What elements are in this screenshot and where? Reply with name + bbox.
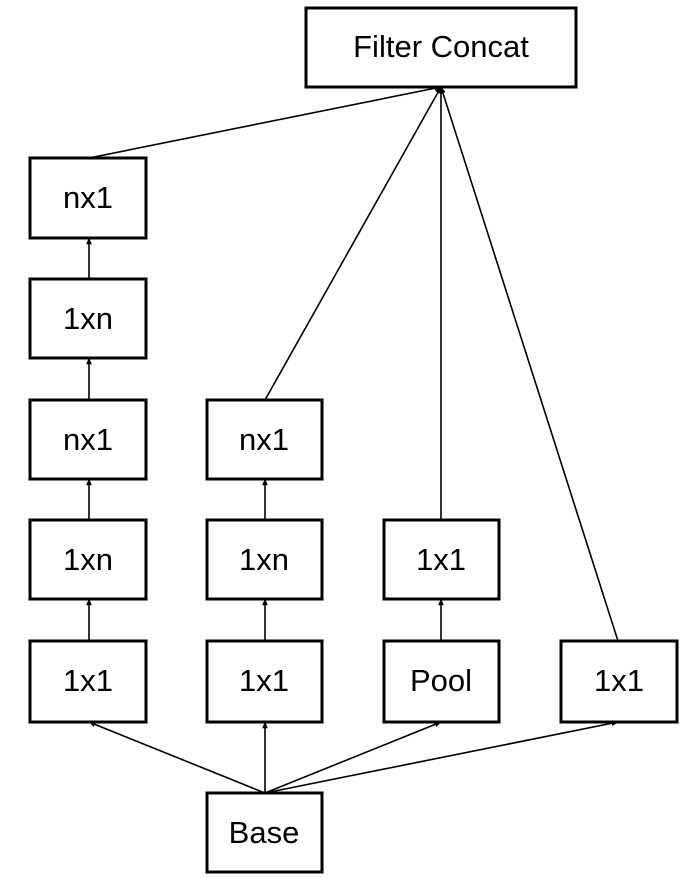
node-b1-1xn-low: 1xn [28,518,148,601]
node-label: 1x1 [416,542,466,577]
node-b1-nx1-mid: nx1 [28,398,148,481]
node-b1-1x1: 1x1 [28,639,148,724]
node-b1-nx1-top: nx1 [28,156,148,240]
edges [86,85,619,794]
node-b4-1x1: 1x1 [559,639,679,724]
node-label: 1x1 [594,663,644,698]
node-label: 1x1 [63,663,113,698]
edge-base-to-b1-1x1 [88,721,266,794]
node-b3-pool: Pool [382,639,501,724]
edge-b2-top-to-concat [264,86,442,401]
node-base: Base [205,791,324,874]
node-label: 1xn [63,542,113,577]
node-label: Filter Concat [353,29,529,64]
node-label: Pool [410,663,472,698]
node-label: 1xn [63,301,113,336]
node-label: 1x1 [239,663,289,698]
node-filter-concat: Filter Concat [304,6,578,89]
edge-b4-to-concat [440,86,619,642]
edge-base-to-b4-1x1 [264,720,619,794]
node-b2-1x1: 1x1 [205,639,324,724]
node-label: nx1 [63,180,113,215]
edge-base-to-pool [264,721,442,794]
node-label: nx1 [239,422,289,457]
node-label: Base [229,815,300,850]
node-b3-1x1: 1x1 [382,518,501,601]
node-b1-1xn-top: 1xn [28,277,148,360]
node-label: 1xn [239,542,289,577]
node-b2-1xn: 1xn [205,518,324,601]
node-b2-nx1: nx1 [205,398,324,481]
node-label: nx1 [63,422,113,457]
edge-b1-top-to-concat [88,85,442,159]
